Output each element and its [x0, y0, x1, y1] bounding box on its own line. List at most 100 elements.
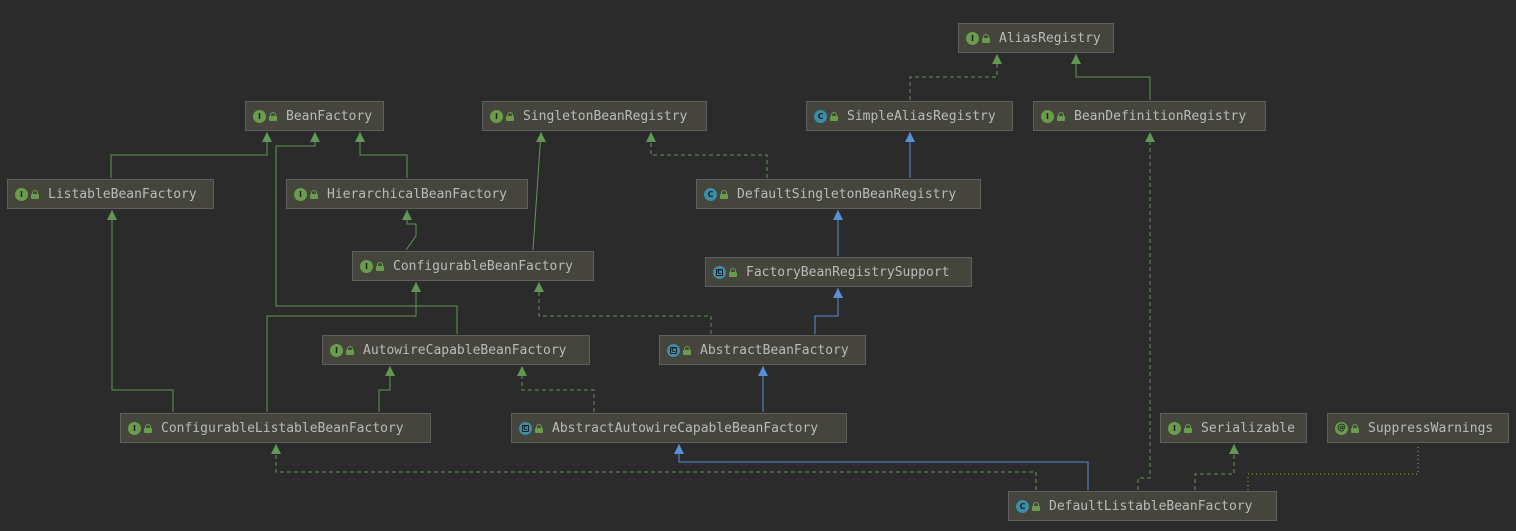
edge-arrowhead [271, 444, 281, 454]
interface-icon: I [490, 109, 503, 123]
node-abstract-autowire-capable-bean-factory[interactable]: C AbstractAutowireCapableBeanFactory [511, 413, 847, 443]
edge-arrowhead [517, 366, 527, 376]
node-label: SuppressWarnings [1368, 420, 1494, 436]
interface-icon: I [253, 109, 266, 123]
edge-arrowhead [758, 366, 768, 376]
interface-icon: I [128, 421, 141, 435]
edge-line [650, 132, 768, 178]
node-label: DefaultListableBeanFactory [1049, 498, 1253, 514]
public-visibility-icon [31, 189, 39, 199]
public-visibility-icon [376, 261, 384, 271]
node-label: AliasRegistry [999, 30, 1101, 46]
edge-line [111, 210, 174, 412]
edge-simple-alias-registry-to-alias-registry [909, 54, 1002, 100]
class-icon: C [1016, 499, 1029, 513]
edge-line [378, 366, 391, 412]
node-label: BeanDefinitionRegistry [1074, 108, 1247, 124]
edge-default-listable-bean-factory-to-configurable-listable-bean-factory [271, 444, 1037, 490]
node-default-listable-bean-factory[interactable]: C DefaultListableBeanFactory [1008, 491, 1277, 521]
edge-arrowhead [534, 282, 544, 292]
edge-line [678, 444, 1089, 490]
node-configurable-listable-bean-factory[interactable]: I ConfigurableListableBeanFactory [120, 413, 431, 443]
edge-abstract-autowire-capable-bean-factory-to-abstract-bean-factory [758, 366, 768, 412]
edge-arrowhead [646, 132, 656, 142]
edge-arrowhead [1071, 54, 1081, 64]
node-label: ConfigurableListableBeanFactory [161, 420, 404, 436]
public-visibility-icon [535, 423, 543, 433]
node-label: AutowireCapableBeanFactory [363, 342, 567, 358]
node-singleton-bean-registry[interactable]: I SingletonBeanRegistry [482, 101, 707, 131]
edge-listable-bean-factory-to-bean-factory [110, 132, 272, 178]
public-visibility-icon [1032, 501, 1040, 511]
class-icon: C [814, 109, 827, 123]
interface-icon: I [294, 187, 307, 201]
edge-configurable-listable-bean-factory-to-autowire-capable-bean-factory [378, 366, 395, 412]
edge-arrowhead [536, 132, 546, 142]
edge-abstract-bean-factory-to-configurable-bean-factory [534, 282, 712, 334]
edge-line [814, 288, 839, 334]
public-visibility-icon [144, 423, 152, 433]
edge-line [359, 132, 408, 178]
node-label: BeanFactory [286, 108, 373, 124]
public-visibility-icon [1351, 423, 1359, 433]
edge-configurable-listable-bean-factory-to-listable-bean-factory [107, 210, 174, 412]
node-suppress-warnings[interactable]: @ SuppressWarnings [1327, 413, 1509, 443]
edge-arrowhead [833, 210, 843, 220]
edge-default-listable-bean-factory-to-bean-definition-registry [1137, 132, 1155, 490]
node-label: AbstractAutowireCapableBeanFactory [552, 420, 819, 436]
node-hierarchical-bean-factory[interactable]: I HierarchicalBeanFactory [286, 179, 528, 209]
public-visibility-icon [982, 33, 990, 43]
node-bean-factory[interactable]: I BeanFactory [245, 101, 384, 131]
edge-configurable-bean-factory-to-hierarchical-bean-factory [402, 210, 417, 251]
edge-line [110, 132, 268, 178]
edge-arrowhead [310, 132, 320, 142]
edge-line [538, 282, 712, 334]
edge-default-singleton-bean-registry-to-simple-alias-registry [905, 132, 915, 178]
public-visibility-icon [1057, 111, 1065, 121]
node-label: AbstractBeanFactory [700, 342, 849, 358]
interface-icon: I [1041, 109, 1054, 123]
public-visibility-icon [346, 345, 354, 355]
node-label: HierarchicalBeanFactory [327, 186, 508, 202]
edge-line [1247, 444, 1419, 490]
node-label: Serializable [1201, 420, 1295, 436]
edge-line [1075, 54, 1151, 100]
public-visibility-icon [720, 189, 728, 199]
abstract-class-icon: C [519, 421, 532, 435]
edge-line [275, 132, 458, 334]
edge-arrowhead [355, 132, 365, 142]
edge-arrowhead [411, 282, 421, 292]
interface-icon: I [360, 259, 373, 273]
node-label: ListableBeanFactory [48, 186, 197, 202]
edge-line [532, 131, 542, 251]
edge-line [266, 282, 417, 412]
node-simple-alias-registry[interactable]: C SimpleAliasRegistry [806, 101, 1013, 131]
public-visibility-icon [1184, 423, 1192, 433]
node-bean-definition-registry[interactable]: I BeanDefinitionRegistry [1033, 101, 1266, 131]
edge-abstract-bean-factory-to-factory-bean-registry-support [814, 288, 843, 334]
edge-line [1137, 132, 1151, 490]
node-label: DefaultSingletonBeanRegistry [737, 186, 957, 202]
annotation-icon: @ [1335, 421, 1348, 435]
public-visibility-icon [729, 267, 737, 277]
interface-icon: I [15, 187, 28, 201]
node-listable-bean-factory[interactable]: I ListableBeanFactory [7, 179, 214, 209]
edge-factory-bean-registry-support-to-default-singleton-bean-registry [833, 210, 843, 256]
node-label: SingletonBeanRegistry [523, 108, 688, 124]
edge-arrowhead [1145, 132, 1155, 142]
edge-abstract-autowire-capable-bean-factory-to-autowire-capable-bean-factory [517, 366, 595, 412]
edge-arrowhead [385, 366, 395, 376]
edge-bean-definition-registry-to-alias-registry [1071, 54, 1151, 100]
node-label: SimpleAliasRegistry [847, 108, 996, 124]
edge-line [275, 444, 1037, 490]
edge-default-singleton-bean-registry-to-singleton-bean-registry [646, 132, 768, 178]
node-label: FactoryBeanRegistrySupport [746, 264, 950, 280]
edge-arrowhead [1229, 444, 1239, 454]
